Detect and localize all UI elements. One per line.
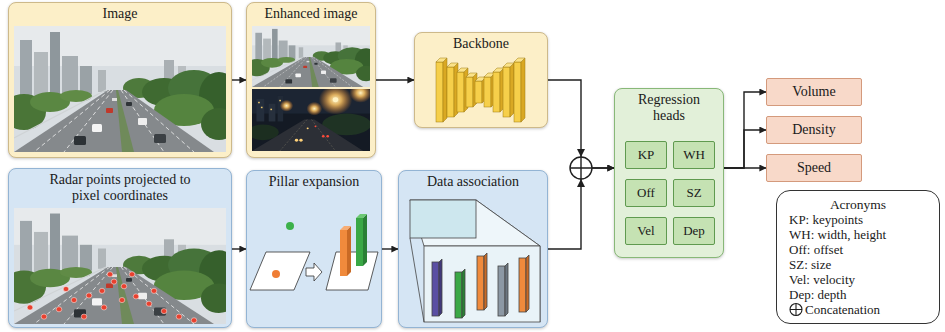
output-label: Speed xyxy=(797,160,831,176)
pillar-expansion-panel: Pillar expansion xyxy=(246,170,382,328)
pillar-illustration xyxy=(250,214,378,290)
flow-arrow xyxy=(232,79,246,80)
head-box: WH xyxy=(673,141,715,169)
flow-arrow xyxy=(724,130,766,168)
enhanced-photos xyxy=(245,26,377,151)
association-illustration xyxy=(410,200,540,322)
output-box: Speed xyxy=(766,154,862,182)
head-box: Vel xyxy=(625,217,667,245)
flow-arrow xyxy=(724,92,766,168)
flow-arrow xyxy=(382,248,398,249)
panel-title: Radar points projected to pixel coordina… xyxy=(35,172,205,204)
head-box: KP xyxy=(625,141,667,169)
head-label: Vel xyxy=(637,223,654,239)
image-panel: Image xyxy=(8,2,232,158)
panel-title: Data association xyxy=(427,174,519,190)
head-label: KP xyxy=(638,147,655,163)
output-box: Density xyxy=(766,116,862,144)
acronym-entry: SZ: size xyxy=(789,257,927,272)
head-label: Dep xyxy=(683,223,705,239)
output-label: Volume xyxy=(792,84,835,100)
flow-arrow xyxy=(548,168,614,249)
concatenation-symbol xyxy=(570,149,592,187)
regression-heads-box: Regression headsKP WH Off SZ Vel Dep xyxy=(614,88,724,258)
enhanced-image-panel: Enhanced image xyxy=(246,2,376,158)
legend-heading: Acronyms xyxy=(789,197,927,212)
radar-photo xyxy=(2,208,239,324)
head-box: Dep xyxy=(673,217,715,245)
head-label: SZ xyxy=(686,185,701,201)
acronym-entry: WH: width, height xyxy=(789,227,927,242)
backbone-icon xyxy=(436,58,525,122)
head-box: SZ xyxy=(673,179,715,207)
acronym-entry: Concatenation xyxy=(789,302,927,317)
road-photo xyxy=(2,26,239,152)
panel-title: Pillar expansion xyxy=(269,174,360,190)
flow-arrow xyxy=(724,167,766,168)
head-label: WH xyxy=(683,147,705,163)
acronym-entry: KP: keypoints xyxy=(789,212,927,227)
panel-title: Enhanced image xyxy=(265,6,358,22)
data-association-panel: Data association xyxy=(398,170,548,328)
acronym-entry: Dep: depth xyxy=(789,287,927,302)
head-label: Off xyxy=(637,185,655,201)
acronym-entry: Off: offset xyxy=(789,242,927,257)
concatenation-key-symbol xyxy=(790,304,802,316)
head-box: Off xyxy=(625,179,667,207)
backbone-box: Backbone xyxy=(414,32,548,128)
radar-panel: Radar points projected to pixel coordina… xyxy=(8,168,232,328)
acronym-box: AcronymsKP: keypointsWH: width, heightOf… xyxy=(776,190,940,324)
acronym-entry: Vel: velocity xyxy=(789,272,927,287)
flow-arrow xyxy=(376,79,414,80)
output-label: Density xyxy=(792,122,836,138)
panel-title: Backbone xyxy=(453,36,509,52)
panel-title: Regression heads xyxy=(621,92,717,124)
flow-arrow xyxy=(232,248,246,249)
flow-arrow xyxy=(548,80,614,168)
output-box: Volume xyxy=(766,78,862,106)
panel-title: Image xyxy=(103,6,138,22)
